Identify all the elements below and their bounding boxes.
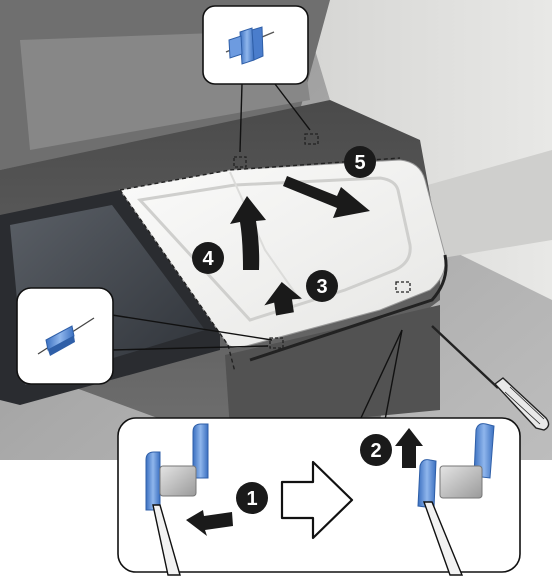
step-badge-4: 4 xyxy=(192,242,224,274)
step-badge-1: 1 xyxy=(236,482,268,514)
step-badge-number: 1 xyxy=(246,488,257,510)
left-callout xyxy=(17,288,113,384)
step-badge-5: 5 xyxy=(344,146,376,178)
step-badge-3: 3 xyxy=(306,270,338,302)
bottom-callout xyxy=(118,418,520,575)
top-callout xyxy=(203,6,308,84)
step-badge-number: 2 xyxy=(370,440,381,462)
step-badge-number: 4 xyxy=(202,248,214,270)
step-badge-number: 5 xyxy=(354,152,365,174)
step-badge-2: 2 xyxy=(360,434,392,466)
step-badge-number: 3 xyxy=(316,276,327,298)
